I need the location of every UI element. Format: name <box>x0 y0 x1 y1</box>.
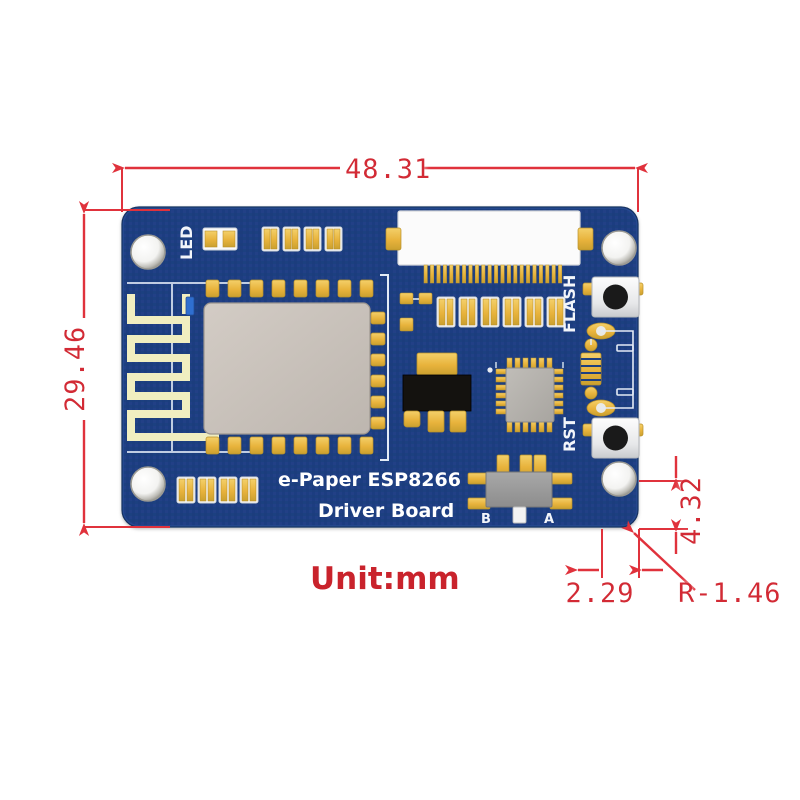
dimension-4-32-label: 4.32 <box>676 476 707 545</box>
switch-actuator <box>512 506 527 524</box>
flash-button[interactable] <box>582 276 644 318</box>
blue-component <box>185 296 195 316</box>
ffc-pins <box>423 264 563 284</box>
bottom-left-header <box>176 476 259 504</box>
display-mode-switch[interactable] <box>467 454 573 524</box>
hole-bottom-left <box>130 466 166 502</box>
silk-label-rst: RST <box>560 417 579 452</box>
mounting-holes <box>130 230 637 502</box>
dimension-hole-offset-vertical: 4.32 <box>639 456 707 554</box>
dimension-2-29-label: 2.29 <box>565 578 634 609</box>
board-title-line2: Driver Board <box>318 500 454 522</box>
esp8266-module <box>185 274 389 461</box>
silk-label-switch-a: A <box>544 512 554 527</box>
dimension-width-label: 48.31 <box>345 154 431 185</box>
silk-label-led: LED <box>177 226 196 260</box>
dimension-height: 29.46 <box>60 201 170 536</box>
pin1-marker <box>487 367 493 373</box>
hole-top-left <box>130 234 166 270</box>
dimension-hole-offset-horizontal: 2.29 <box>565 529 663 609</box>
dimension-r-1-46-label: R-1.46 <box>678 578 782 609</box>
silk-label-switch-b: B <box>481 512 491 527</box>
hole-top-right <box>601 230 637 266</box>
dimension-width: 48.31 <box>112 154 648 212</box>
silk-label-flash: FLASH <box>560 275 579 333</box>
led-area-components <box>202 226 343 252</box>
hole-bottom-right <box>601 461 637 497</box>
dimension-corner-radius: R-1.46 <box>621 520 782 609</box>
ffc-connector <box>385 210 594 284</box>
reset-button[interactable] <box>582 417 644 459</box>
capacitor-array <box>399 292 566 332</box>
dimension-height-label: 29.46 <box>60 326 91 412</box>
right-side-passives <box>580 322 634 417</box>
resistor-array <box>261 226 343 252</box>
board-title-line1: e-Paper ESP8266 <box>278 469 461 491</box>
voltage-regulator <box>402 352 472 433</box>
unit-note: Unit:mm <box>310 561 460 597</box>
usb-uart-chip <box>487 357 564 433</box>
